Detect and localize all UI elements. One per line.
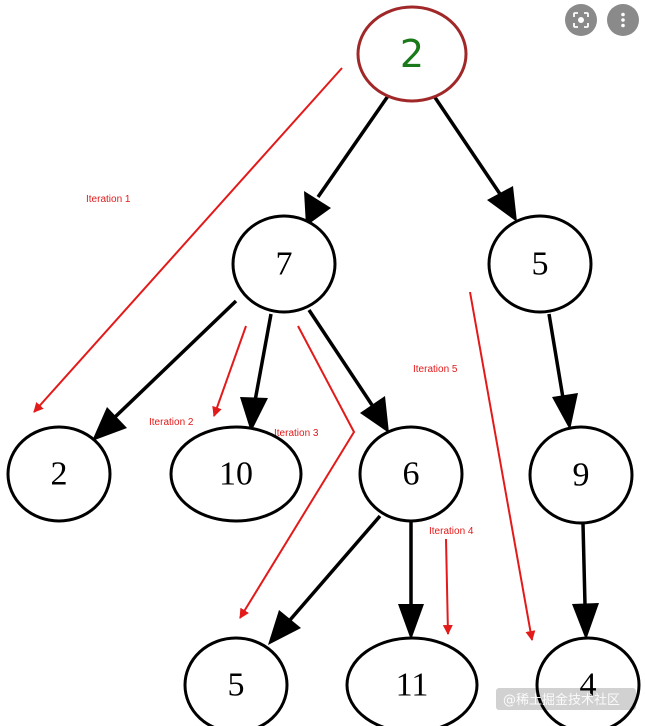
arrowhead-7-to-2 — [92, 407, 127, 441]
arrowhead-6-to-5 — [268, 610, 301, 645]
tree-node-7: 7 — [231, 214, 337, 314]
node-7-label: 7 — [276, 246, 293, 283]
edge-5-to-9 — [547, 313, 565, 399]
node-9-label: 9 — [573, 457, 590, 494]
tree-node-4: 4 — [535, 636, 641, 726]
iteration-1-arrow — [33, 67, 343, 413]
tree-node-9: 9 — [528, 425, 634, 525]
node-5-bottom-label: 5 — [228, 667, 245, 704]
iteration-3-arrow — [239, 325, 356, 619]
node-4-label: 4 — [580, 667, 597, 704]
tree-node-2: 2 — [6, 425, 112, 523]
node-5-top-shape — [487, 214, 593, 314]
node-5-top-label: 5 — [532, 246, 549, 283]
tree-node-11: 11 — [345, 636, 479, 726]
node-10-label: 10 — [219, 456, 253, 493]
iteration-5-arrow — [469, 291, 536, 641]
node-11-label: 11 — [396, 667, 429, 704]
edge-7-to-6 — [307, 309, 374, 406]
edge-7-to-2 — [112, 299, 238, 420]
node-10-shape — [169, 425, 303, 523]
tree-nodes: 2 7 5 2 10 6 9 5 — [6, 5, 641, 726]
iteration-4-label: Iteration 4 — [429, 526, 474, 537]
iteration-2-label: Iteration 2 — [149, 417, 194, 428]
iteration-3-label: Iteration 3 — [274, 428, 319, 439]
node-9-shape — [528, 425, 634, 525]
edge-root-to-5 — [432, 95, 502, 195]
watermark-backdrop — [496, 688, 636, 710]
iteration-1-label: Iteration 1 — [86, 194, 131, 205]
node-6-label: 6 — [403, 456, 420, 493]
arrowhead-7-to-6 — [360, 396, 389, 433]
more-vert-icon — [621, 12, 625, 28]
node-7-shape — [231, 214, 337, 314]
node-5-bottom-shape — [183, 636, 289, 726]
node-6-shape — [358, 425, 464, 523]
tree-node-10: 10 — [169, 425, 303, 523]
lens-icon — [573, 12, 589, 28]
arrowhead-7-to-10 — [240, 397, 268, 432]
arrowhead-root-to-5 — [487, 186, 517, 222]
iteration-arrows — [33, 67, 536, 641]
root-node-shape — [356, 5, 468, 103]
watermark-text: @稀土掘金技术社区 — [503, 692, 620, 708]
iteration-labels: Iteration 1 Iteration 2 Iteration 3 Iter… — [86, 194, 474, 537]
arrowhead-5-to-9 — [552, 393, 578, 430]
iteration-4-arrow — [442, 538, 453, 635]
tree-node-root: 2 — [356, 5, 468, 103]
node-4-shape — [535, 636, 641, 726]
iteration-2-arrow — [212, 325, 247, 417]
tree-node-6: 6 — [358, 425, 464, 523]
arrowhead-root-to-7 — [304, 191, 331, 226]
tree-edges — [92, 95, 599, 645]
node-2-label: 2 — [51, 456, 68, 493]
node-11-shape — [345, 636, 479, 726]
tree-node-5-top: 5 — [487, 214, 593, 314]
iteration-5-label: Iteration 5 — [413, 364, 458, 375]
tree-node-5-bottom: 5 — [183, 636, 289, 726]
edge-6-to-5 — [288, 514, 382, 622]
arrowhead-6-to-11 — [398, 604, 424, 640]
node-2-shape — [6, 425, 112, 523]
more-options-button[interactable] — [607, 4, 639, 36]
edge-9-to-4 — [581, 523, 587, 606]
root-node-label: 2 — [400, 32, 424, 76]
arrowhead-9-to-4 — [572, 603, 599, 640]
edge-7-to-10 — [253, 313, 273, 402]
edge-root-to-7 — [316, 95, 390, 198]
lens-button[interactable] — [565, 4, 597, 36]
